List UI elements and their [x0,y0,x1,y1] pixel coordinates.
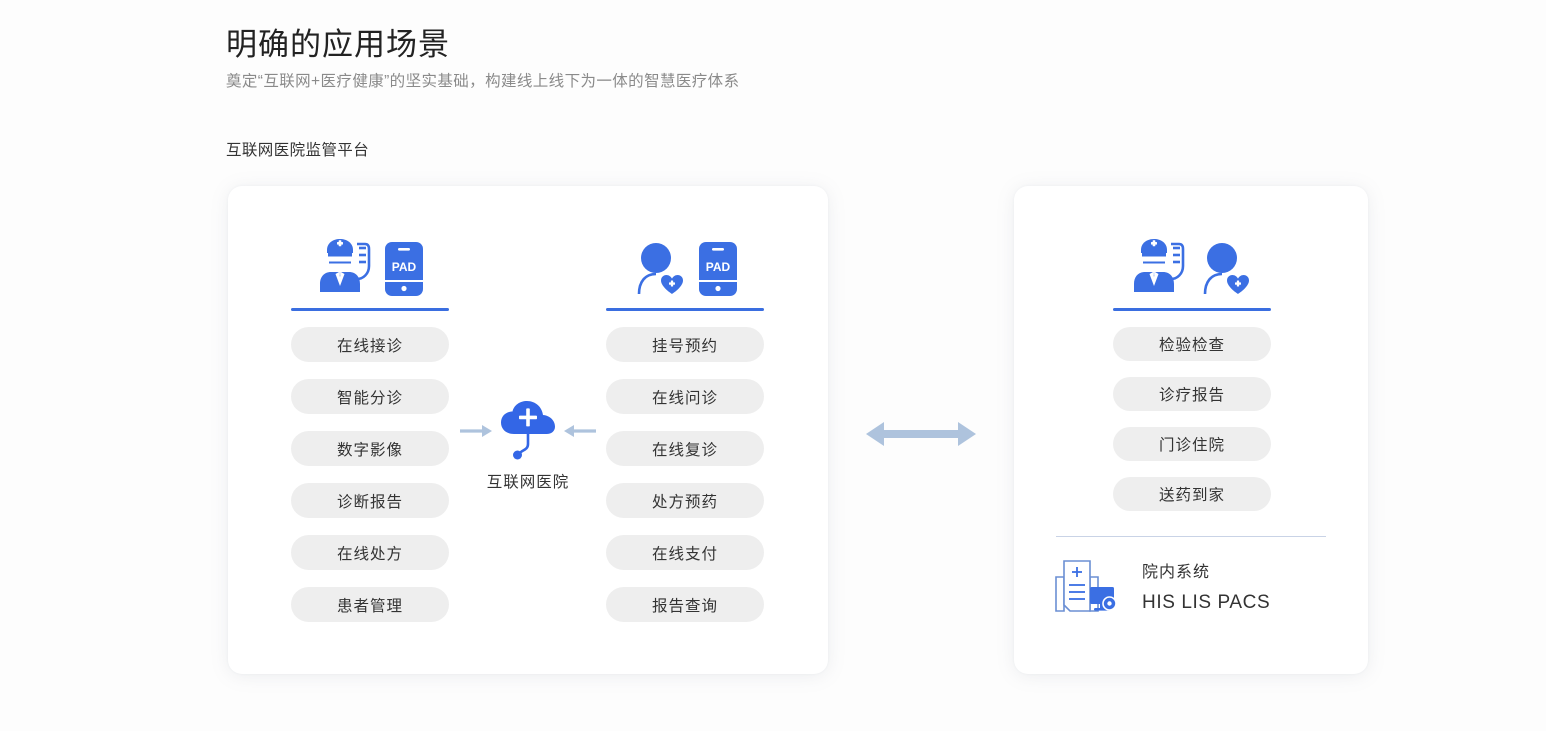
document-monitor-icon [1055,560,1116,612]
pad-tablet-label: PAD [392,260,417,274]
service-pill[interactable]: 处方预药 [606,483,764,518]
patient-column-underline [606,308,764,311]
patient-heart-icon [1203,243,1249,295]
page-subtitle: 奠定“互联网+医疗健康”的坚实基础，构建线上线下为一体的智慧医疗体系 [226,73,740,90]
hospital-panel: 检验检查 诊疗报告 门诊住院 送药到家 [1014,186,1368,674]
cloud-arrow-row [436,398,620,464]
section-divider [1056,536,1326,537]
service-pill[interactable]: 送药到家 [1113,477,1271,511]
hospital-services-column: 检验检查 诊疗报告 门诊住院 送药到家 [1113,224,1271,527]
internet-hospital-label: 互联网医院 [486,474,570,491]
arrow-right-icon [460,425,492,437]
service-pill[interactable]: 在线复诊 [606,431,764,466]
double-arrow-icon [866,422,976,446]
service-pill[interactable]: 诊断报告 [291,483,449,518]
hospital-column-icons [1113,224,1271,298]
pad-tablet-label: PAD [706,260,731,274]
service-pill[interactable]: 在线接诊 [291,327,449,362]
patient-services-list: 挂号预约 在线问诊 在线复诊 处方预药 在线支付 报告查询 [606,327,764,622]
service-pill[interactable]: 智能分诊 [291,379,449,414]
page-header: 明确的应用场景 奠定“互联网+医疗健康”的坚实基础，构建线上线下为一体的智慧医疗… [226,22,739,96]
service-pill[interactable]: 在线问诊 [606,379,764,414]
platform-label: 互联网医院监管平台 [226,142,370,159]
patient-heart-icon [637,243,683,295]
doctor-column-icons: PAD [291,224,449,298]
doctor-column-underline [291,308,449,311]
patient-column-icons: PAD [606,224,764,298]
doctor-stethoscope-icon [1134,239,1185,292]
hospital-system-text: 院内系统 HIS LIS PACS [1142,558,1270,618]
service-pill[interactable]: 检验检查 [1113,327,1271,361]
arrow-left-icon [564,425,596,437]
service-pill[interactable]: 报告查询 [606,587,764,622]
service-pill[interactable]: 患者管理 [291,587,449,622]
service-pill[interactable]: 挂号预约 [606,327,764,362]
service-pill[interactable]: 诊疗报告 [1113,377,1271,411]
pad-tablet-icon: PAD [699,242,737,296]
service-pill[interactable]: 在线支付 [606,535,764,570]
cloud-plus-stethoscope-icon [501,401,555,460]
doctor-services-list: 在线接诊 智能分诊 数字影像 诊断报告 在线处方 患者管理 [291,327,449,622]
panel-connector [866,414,976,454]
service-pill[interactable]: 数字影像 [291,431,449,466]
pad-tablet-icon: PAD [385,242,423,296]
doctor-stethoscope-icon [320,239,371,292]
hospital-system-block: 院内系统 HIS LIS PACS [1054,558,1270,618]
hospital-system-title: 院内系统 [1142,564,1211,581]
internet-hospital-center: 互联网医院 [436,398,620,492]
patient-services-column: PAD 挂号预约 在线问诊 在线复诊 处方预药 在线支付 报告查询 [606,224,764,639]
doctor-services-column: PAD 在线接诊 智能分诊 数字影像 诊断报告 在线处方 患者管理 [291,224,449,639]
hospital-system-subtitle: HIS LIS PACS [1142,592,1271,613]
hospital-column-underline [1113,308,1271,311]
page-title: 明确的应用场景 [226,27,450,62]
internet-hospital-panel: PAD 在线接诊 智能分诊 数字影像 诊断报告 在线处方 患者管理 [228,186,828,674]
hospital-services-list: 检验检查 诊疗报告 门诊住院 送药到家 [1113,327,1271,511]
service-pill[interactable]: 在线处方 [291,535,449,570]
service-pill[interactable]: 门诊住院 [1113,427,1271,461]
